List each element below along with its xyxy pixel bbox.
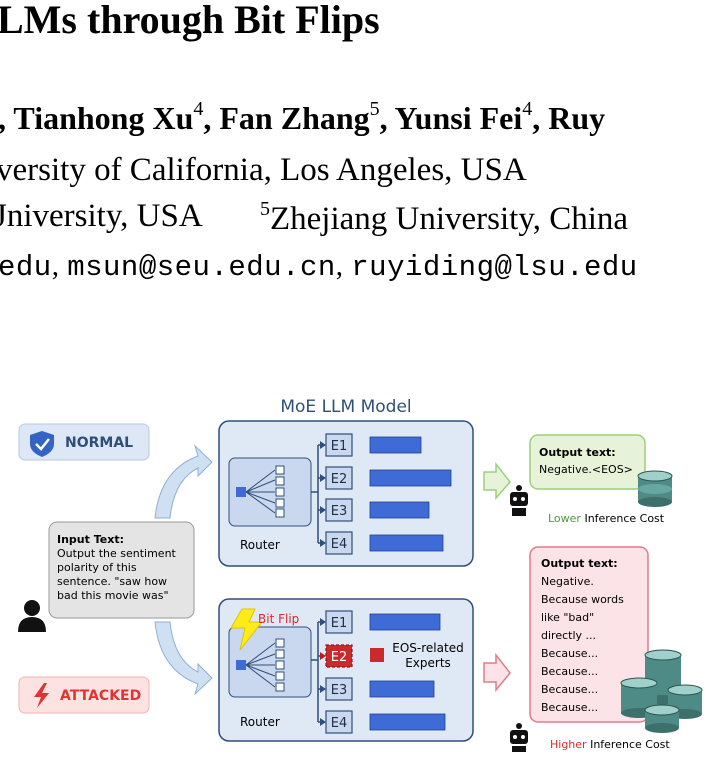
router-graph-attacked bbox=[236, 638, 285, 692]
lightning-icon bbox=[34, 683, 49, 708]
normal-expert-1-label: E1 bbox=[331, 439, 348, 454]
paper-title: LMs through Bit Flips bbox=[0, 0, 380, 42]
coin-stack-large-icon bbox=[620, 649, 703, 733]
attacked-output-line-5: Because... bbox=[541, 647, 598, 660]
normal-expert-4-bar bbox=[369, 534, 444, 552]
input-line-4: bad this movie was" bbox=[57, 589, 169, 602]
normal-expert-1-bar bbox=[369, 436, 422, 454]
figure-canvas: MoE LLM Model NORMAL ATTACKED Input Text… bbox=[18, 397, 703, 752]
email-3: ruyiding@lsu.edu bbox=[351, 251, 638, 284]
email-2: msun@seu.edu.cn bbox=[67, 251, 336, 284]
attacked-expert-2-box bbox=[325, 644, 353, 668]
normal-output-text: Negative.<EOS> bbox=[539, 463, 633, 476]
author-4: , Ruy bbox=[532, 100, 606, 136]
normal-expert-2-box bbox=[325, 466, 353, 490]
attacked-badge: ATTACKED bbox=[18, 676, 150, 714]
user-icon bbox=[18, 600, 46, 632]
attacked-expert-1-box bbox=[325, 610, 353, 634]
normal-label: NORMAL bbox=[65, 435, 133, 451]
attacked-output-line-6: Because... bbox=[541, 665, 598, 678]
email-1: edu bbox=[0, 251, 52, 284]
normal-badge: NORMAL bbox=[18, 423, 150, 461]
attacked-model-panel: Bit Flip Router EOS-related Experts bbox=[218, 598, 474, 742]
robot-icon bbox=[510, 485, 528, 516]
affiliation-line-2-left: Jniversity, USA bbox=[0, 198, 203, 234]
attacked-output-line-2: Because words bbox=[541, 593, 624, 606]
figure: MoE LLM Model NORMAL ATTACKED Input Text… bbox=[0, 390, 719, 783]
attacked-expert-3-bar bbox=[369, 680, 435, 698]
shield-check-icon bbox=[30, 431, 54, 457]
attacked-output-line-7: Because... bbox=[541, 683, 598, 696]
author-2: , Fan Zhang5 bbox=[203, 98, 380, 136]
attacked-output-line-4: directly ... bbox=[541, 629, 596, 642]
router-graph bbox=[236, 465, 285, 518]
input-line-1: Output the sentiment bbox=[57, 547, 177, 560]
attacked-expert-2-label: E2 bbox=[331, 650, 348, 665]
attacked-expert-4-label: E4 bbox=[331, 716, 348, 731]
router-label-attacked: Router bbox=[240, 715, 280, 729]
normal-model-panel: Router bbox=[218, 420, 474, 567]
input-text-box: Input Text: Output the sentiment polarit… bbox=[48, 521, 195, 619]
attacked-output-line-1: Negative. bbox=[541, 575, 594, 588]
normal-expert-2-bar bbox=[369, 469, 452, 487]
author-line: , Tianhong Xu4, Fan Zhang5, Yunsi Fei4, … bbox=[0, 98, 605, 137]
bit-flip-label: Bit Flip bbox=[258, 612, 299, 626]
arrow-to-normal-output bbox=[483, 461, 511, 500]
normal-expert-2-label: E2 bbox=[331, 472, 348, 487]
normal-expert-4-label: E4 bbox=[331, 537, 348, 552]
eos-label-1: EOS-related bbox=[392, 641, 463, 655]
attacked-expert-4-box bbox=[325, 710, 353, 734]
eos-label-2: Experts bbox=[405, 656, 451, 670]
normal-expert-4-box bbox=[325, 531, 353, 555]
email-line: edu, msun@seu.edu.cn, ruyiding@lsu.edu bbox=[0, 250, 638, 284]
curved-arrow-down bbox=[154, 621, 213, 696]
attacked-output-line-8: Because... bbox=[541, 701, 598, 714]
normal-output-title: Output text: bbox=[539, 446, 616, 459]
affiliation-line-2-right: 5Zhejiang University, China bbox=[260, 198, 629, 237]
attacked-expert-1-label: E1 bbox=[331, 616, 348, 631]
bit-flip-lightning-icon bbox=[230, 608, 264, 651]
coin-stack-small-icon bbox=[637, 470, 673, 507]
input-title: Input Text: bbox=[57, 533, 124, 546]
curved-arrow-up bbox=[154, 444, 213, 519]
arrow-to-attacked-output bbox=[483, 652, 511, 693]
input-line-3: sentence. "saw how bbox=[57, 575, 167, 588]
normal-expert-3-bar bbox=[369, 501, 430, 519]
attacked-output-title: Output text: bbox=[541, 557, 618, 570]
attacked-label: ATTACKED bbox=[60, 688, 141, 704]
robot-icon-attacked bbox=[510, 723, 528, 752]
attacked-expert-3-box bbox=[325, 677, 353, 701]
attacked-expert-1-bar bbox=[369, 613, 441, 631]
author-3: , Yunsi Fei4 bbox=[379, 98, 533, 136]
router-label: Router bbox=[240, 538, 280, 552]
affiliation-line-1: versity of California, Los Angeles, USA bbox=[0, 152, 527, 188]
attacked-expert-3-label: E3 bbox=[331, 683, 348, 698]
normal-output-box: Output text: Negative.<EOS> bbox=[529, 434, 646, 490]
normal-expert-3-label: E3 bbox=[331, 504, 348, 519]
author-1: , Tianhong Xu4 bbox=[0, 98, 204, 136]
attacked-output-box: Output text: Negative. Because words lik… bbox=[529, 546, 649, 723]
lower-cost-label: Lower Inference Cost bbox=[548, 512, 665, 525]
attacked-expert-4-bar bbox=[369, 713, 446, 731]
normal-expert-1-box bbox=[325, 433, 353, 457]
eos-legend-swatch bbox=[370, 648, 384, 662]
higher-cost-label: Higher Inference Cost bbox=[550, 738, 670, 751]
input-line-2: polarity of this bbox=[57, 561, 137, 574]
normal-expert-3-box bbox=[325, 498, 353, 522]
model-title: MoE LLM Model bbox=[280, 397, 411, 417]
attacked-output-line-3: like "bad" bbox=[541, 611, 594, 624]
